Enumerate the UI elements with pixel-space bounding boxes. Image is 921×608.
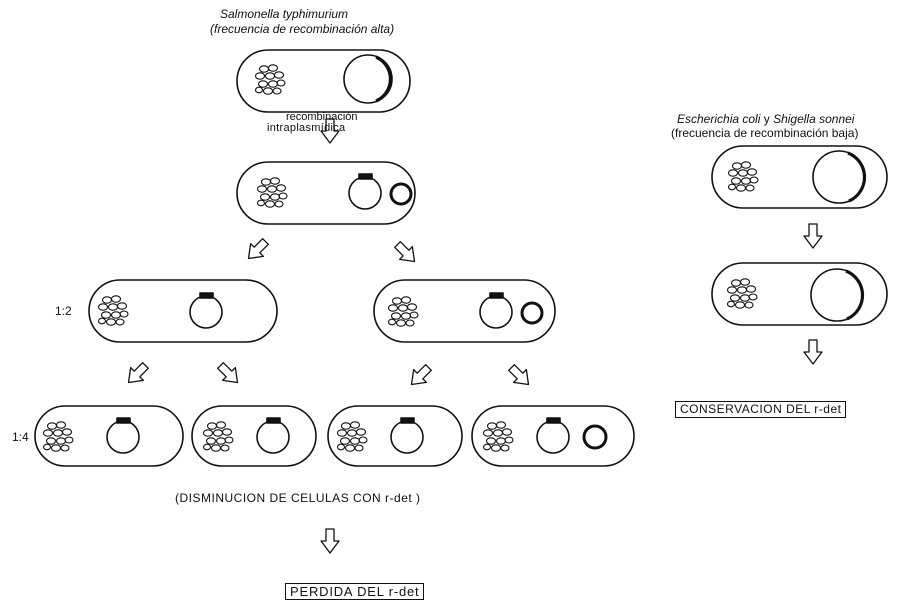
plasmid-large [479, 295, 513, 329]
chromosome-icon [387, 296, 419, 327]
cell-daughter-1 [88, 279, 278, 343]
cell-granddaughter-1 [34, 405, 184, 467]
arrow-down-left-icon [247, 238, 269, 260]
outcome-loss-box: PERDIDA DEL r-det [285, 583, 425, 600]
r-det-marker [266, 417, 281, 424]
arrow-down-left-icon [127, 362, 149, 384]
organism-shigella: Shigella sonnei [773, 112, 855, 126]
frequency-high-label: (frecuencia de recombinación alta) [210, 22, 395, 36]
cell-granddaughter-4 [471, 405, 635, 467]
arrow-down-right-icon [217, 362, 239, 384]
plasmid-small-r-det [520, 301, 544, 325]
arrow-down-right-icon [508, 364, 530, 386]
ratio-half-label: 1:2 [55, 304, 72, 318]
decrease-note: (DISMINUCION DE CELULAS CON r-det ) [175, 491, 421, 505]
chromosome-icon [254, 64, 286, 95]
plasmid-large [348, 176, 382, 210]
plasmid-large [106, 420, 140, 454]
process-label-2: intraplasmídica [267, 122, 346, 134]
ratio-quarter-label: 1:4 [12, 430, 29, 444]
r-det-marker [358, 173, 373, 180]
plasmid-large [536, 420, 570, 454]
r-det-marker [546, 417, 561, 424]
organism-ecoli: Escherichia coli [677, 112, 761, 126]
plasmid-r-det-segment [847, 151, 867, 203]
r-det-marker [489, 292, 504, 299]
r-det-marker [116, 417, 131, 424]
cell-granddaughter-2 [191, 405, 317, 467]
cell-after-recombination [236, 161, 416, 225]
cell-parent [236, 49, 411, 113]
plasmid-large [189, 295, 223, 329]
cell-daughter-2 [373, 279, 556, 343]
conjunction: y [763, 112, 770, 126]
chromosome-icon [482, 421, 514, 452]
chromosome-icon [727, 161, 759, 192]
chromosome-icon [726, 278, 758, 309]
chromosome-icon [202, 421, 234, 452]
frequency-low-label: (frecuencia de recombinación baja) [671, 126, 859, 140]
plasmid-r-det-segment [845, 269, 865, 321]
cell-ecoli-2 [711, 262, 888, 326]
cell-ecoli-1 [711, 145, 888, 209]
chromosome-icon [256, 177, 288, 208]
right-organisms-title: Escherichia coli y Shigella sonnei [677, 112, 854, 126]
chromosome-icon [97, 295, 129, 326]
arrow-down-icon [320, 528, 340, 554]
organism-title: Salmonella typhimurium [220, 7, 349, 21]
process-label-1: recombinación [286, 111, 358, 123]
outcome-conservation-box: CONSERVACION DEL r-det [675, 401, 847, 418]
arrow-down-icon [803, 223, 823, 249]
plasmid-large [256, 420, 290, 454]
chromosome-icon [42, 421, 74, 452]
arrow-down-icon [803, 339, 823, 365]
r-det-marker [400, 417, 415, 424]
arrow-down-right-icon [394, 241, 416, 263]
plasmid-r-det-segment [375, 55, 393, 103]
plasmid-small-r-det [582, 424, 608, 450]
plasmid-large [390, 420, 424, 454]
chromosome-icon [336, 421, 368, 452]
r-det-marker [199, 292, 214, 299]
cell-granddaughter-3 [327, 405, 463, 467]
plasmid-small-r-det [389, 182, 413, 206]
arrow-down-left-icon [410, 364, 432, 386]
